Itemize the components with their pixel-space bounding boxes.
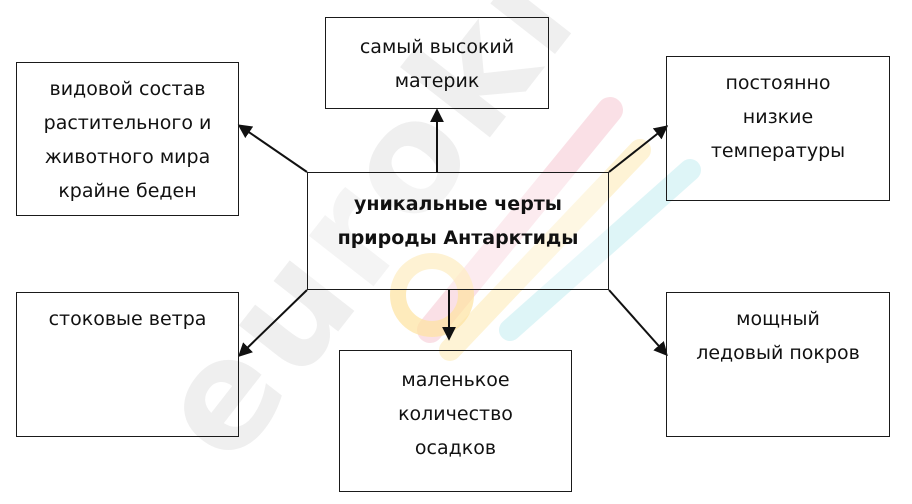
bottom-right-line-2: ледовый покров bbox=[696, 342, 860, 364]
arrow-to-top-right bbox=[608, 125, 669, 173]
arrow-to-bottom-left bbox=[237, 289, 308, 357]
top-line-1: самый высокий bbox=[359, 36, 515, 58]
bottom-center-line-3: осадков bbox=[414, 437, 497, 459]
top-left-box: видовой состав растительного и животного… bbox=[16, 62, 239, 216]
center-line-2: природы Антарктиды bbox=[337, 227, 579, 249]
top-left-line-1: видовой состав bbox=[49, 78, 206, 100]
bottom-center-line-2: количество bbox=[398, 403, 513, 425]
center-line-1: уникальные черты bbox=[353, 193, 562, 215]
bottom-center-box: маленькое количество осадков bbox=[339, 350, 572, 492]
bottom-left-line-1: стоковые ветра bbox=[48, 308, 207, 330]
top-left-line-2: растительного и bbox=[43, 112, 212, 134]
top-left-line-4: крайне беден bbox=[58, 180, 197, 202]
bottom-right-box: мощный ледовый покров bbox=[666, 292, 890, 437]
top-right-box: постоянно низкие температуры bbox=[666, 56, 890, 201]
top-line-2: материк bbox=[394, 70, 480, 92]
bottom-center-line-1: маленькое bbox=[401, 369, 510, 391]
top-right-line-2: низкие bbox=[742, 106, 814, 128]
bottom-left-box: стоковые ветра bbox=[16, 292, 239, 437]
center-box: уникальные черты природы Антарктиды bbox=[307, 172, 609, 290]
watermark-ribbon-cyan bbox=[499, 159, 701, 341]
arrow-to-top-left bbox=[237, 124, 308, 173]
top-right-line-3: температуры bbox=[710, 140, 846, 162]
watermark-o-circle bbox=[390, 253, 474, 337]
top-box: самый высокий материк bbox=[325, 17, 549, 109]
bottom-right-line-1: мощный bbox=[736, 308, 820, 330]
top-left-line-3: животного мира bbox=[44, 146, 211, 168]
top-right-line-1: постоянно bbox=[725, 72, 831, 94]
arrow-to-bottom-right bbox=[608, 289, 668, 357]
